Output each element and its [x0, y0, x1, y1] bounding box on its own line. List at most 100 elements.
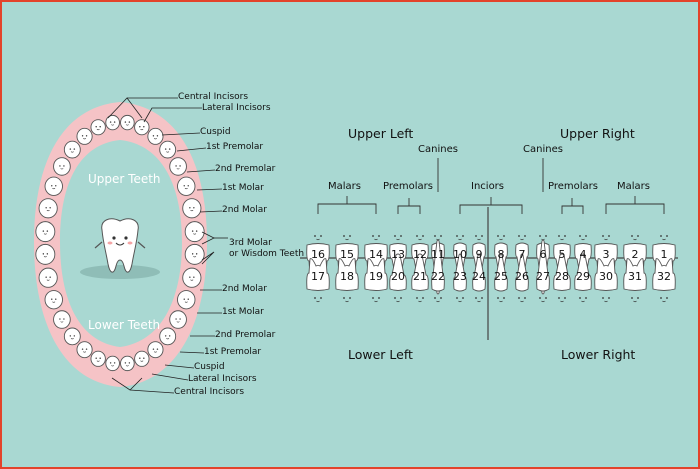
lower-tooth-number: 27 — [536, 270, 550, 283]
upper-teeth-label: Upper Teeth — [88, 172, 161, 186]
upper-tooth-number: 14 — [369, 248, 383, 261]
upper-tooth-number: 10 — [453, 248, 467, 261]
quadrant-lower-right: Lower Right — [561, 347, 636, 362]
lower-tooth-number: 30 — [599, 270, 613, 283]
group-brackets — [317, 158, 665, 214]
label-central-incisors-lower: Central Incisors — [174, 387, 245, 397]
lower-tooth-number: 23 — [453, 270, 467, 283]
lower-tooth-number: 26 — [515, 270, 529, 283]
upper-teeth-row — [306, 235, 676, 295]
upper-tooth-number: 3 — [602, 248, 610, 261]
upper-tooth-number: 9 — [475, 248, 483, 261]
lower-tooth-17 — [306, 258, 330, 303]
label-2nd-molar-lower: 2nd Molar — [222, 284, 267, 294]
upper-arch-tooth — [35, 221, 56, 243]
lower-arch-tooth — [120, 355, 135, 372]
lower-arch-tooth — [38, 267, 58, 288]
upper-arch-tooth — [159, 140, 177, 159]
upper-tooth-number: 8 — [497, 248, 505, 261]
lower-tooth-21 — [411, 253, 429, 303]
lower-tooth-22 — [431, 239, 445, 303]
upper-tooth-number: 12 — [413, 248, 427, 261]
upper-arch-tooth — [90, 119, 106, 136]
upper-arch-tooth — [169, 157, 187, 176]
upper-arch-tooth — [53, 157, 71, 176]
lower-arch-tooth — [134, 350, 150, 367]
lower-arch-tooth — [159, 327, 177, 346]
upper-arch-tooth — [105, 114, 120, 131]
lower-arch-tooth — [182, 267, 202, 288]
upper-arch-tooth — [147, 127, 164, 145]
lower-tooth-number: 22 — [431, 270, 445, 283]
lower-tooth-28 — [553, 253, 571, 303]
upper-tooth-number: 1 — [660, 248, 668, 261]
upper-arch-tooth — [184, 221, 205, 243]
label-cuspid-lower: Cuspid — [194, 362, 225, 372]
lower-tooth-number: 32 — [657, 270, 671, 283]
lower-tooth-number: 28 — [555, 270, 569, 283]
upper-tooth-number: 6 — [539, 248, 547, 261]
lower-tooth-23 — [453, 253, 467, 303]
label-lateral-incisors-lower: Lateral Incisors — [188, 374, 257, 384]
lower-teeth-label: Lower Teeth — [88, 318, 161, 332]
label-wisdom-teeth: or Wisdom Teeth — [229, 249, 305, 259]
group-premolars-left: Premolars — [383, 181, 433, 192]
lower-tooth-number: 20 — [391, 270, 405, 283]
upper-tooth-number: 11 — [431, 248, 445, 261]
lower-arch-tooth — [35, 243, 56, 265]
label-1st-premolar-upper: 1st Premolar — [206, 142, 264, 152]
upper-arch-tooth — [134, 119, 150, 136]
label-lateral-incisors-upper: Lateral Incisors — [202, 103, 271, 113]
lower-arch-tooth — [44, 290, 63, 310]
group-canines-left: Canines — [418, 144, 458, 155]
label-1st-premolar-lower: 1st Premolar — [204, 347, 262, 357]
lower-tooth-32 — [652, 258, 676, 303]
upper-arch-tooth — [38, 198, 58, 219]
label-2nd-premolar-lower: 2nd Premolar — [215, 330, 276, 340]
lower-tooth-18 — [335, 258, 359, 303]
leader-lines — [107, 97, 228, 394]
lower-tooth-number: 29 — [576, 270, 590, 283]
lower-arch-tooth — [177, 290, 196, 310]
quadrant-upper-left: Upper Left — [348, 126, 414, 141]
lower-tooth-20 — [389, 253, 407, 303]
upper-tooth-number: 5 — [558, 248, 566, 261]
lower-arch-tooth — [90, 350, 106, 367]
lower-tooth-19 — [364, 258, 388, 303]
lower-tooth-29 — [574, 253, 592, 303]
quadrant-lower-left: Lower Left — [348, 347, 413, 362]
upper-tooth-number: 13 — [391, 248, 405, 261]
lower-teeth-row — [306, 239, 676, 303]
upper-arch-tooth — [120, 114, 135, 131]
label-1st-molar-upper: 1st Molar — [222, 183, 264, 193]
lower-tooth-number: 18 — [340, 270, 354, 283]
lower-tooth-number: 17 — [311, 270, 325, 283]
group-incisors: Inciors — [471, 181, 505, 192]
lower-tooth-number: 21 — [413, 270, 427, 283]
lower-tooth-26 — [515, 253, 529, 303]
upper-arch-tooth — [182, 198, 202, 219]
label-1st-molar-lower: 1st Molar — [222, 307, 264, 317]
lower-tooth-number: 25 — [494, 270, 508, 283]
quadrant-upper-right: Upper Right — [560, 126, 635, 141]
lower-arch-tooth — [169, 310, 187, 329]
lower-arch-tooth — [147, 341, 164, 359]
upper-tooth-number: 2 — [631, 248, 639, 261]
mascot-shadow — [80, 265, 160, 279]
label-cuspid-upper: Cuspid — [200, 127, 231, 137]
upper-tooth-number: 16 — [311, 248, 325, 261]
label-2nd-molar-upper: 2nd Molar — [222, 205, 267, 215]
tooth-mascot-icon — [94, 218, 146, 273]
label-3rd-molar: 3rd Molar — [229, 238, 272, 248]
upper-tooth-number: 15 — [340, 248, 354, 261]
lower-tooth-number: 19 — [369, 270, 383, 283]
upper-arch-tooth — [44, 176, 63, 196]
lower-tooth-30 — [594, 258, 618, 303]
upper-tooth-number: 7 — [518, 248, 526, 261]
lower-arch-tooth — [184, 243, 205, 265]
lower-arch-tooth — [53, 310, 71, 329]
lower-tooth-31 — [623, 258, 647, 303]
